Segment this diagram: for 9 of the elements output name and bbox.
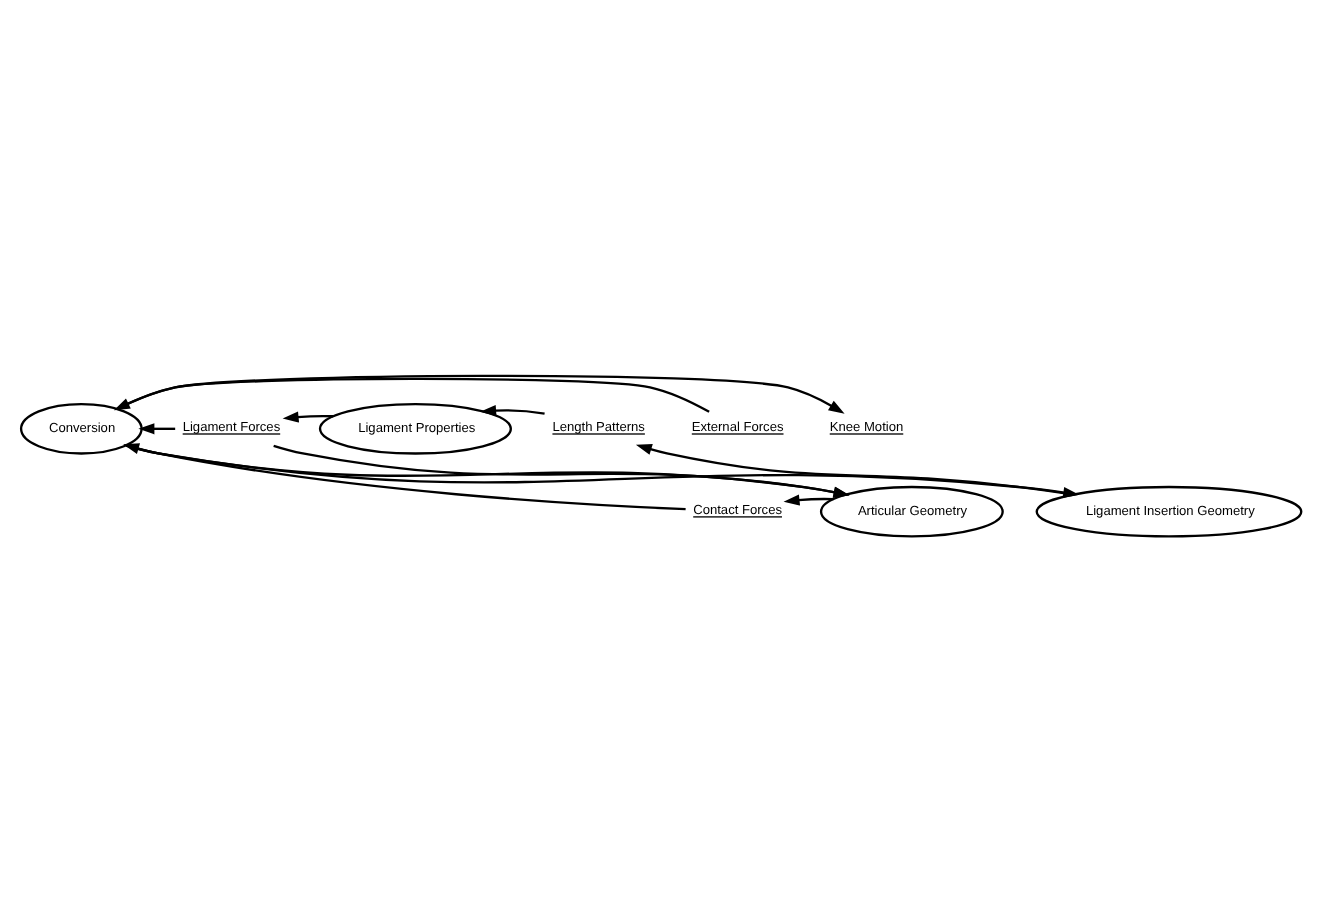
arrow — [783, 493, 834, 505]
arrow — [113, 376, 710, 412]
arrow — [273, 443, 850, 497]
arrow — [282, 410, 334, 422]
arrow — [125, 443, 850, 497]
arrow — [480, 404, 545, 416]
arrow — [138, 422, 176, 434]
arrow — [635, 443, 1074, 495]
arrow — [123, 442, 686, 510]
